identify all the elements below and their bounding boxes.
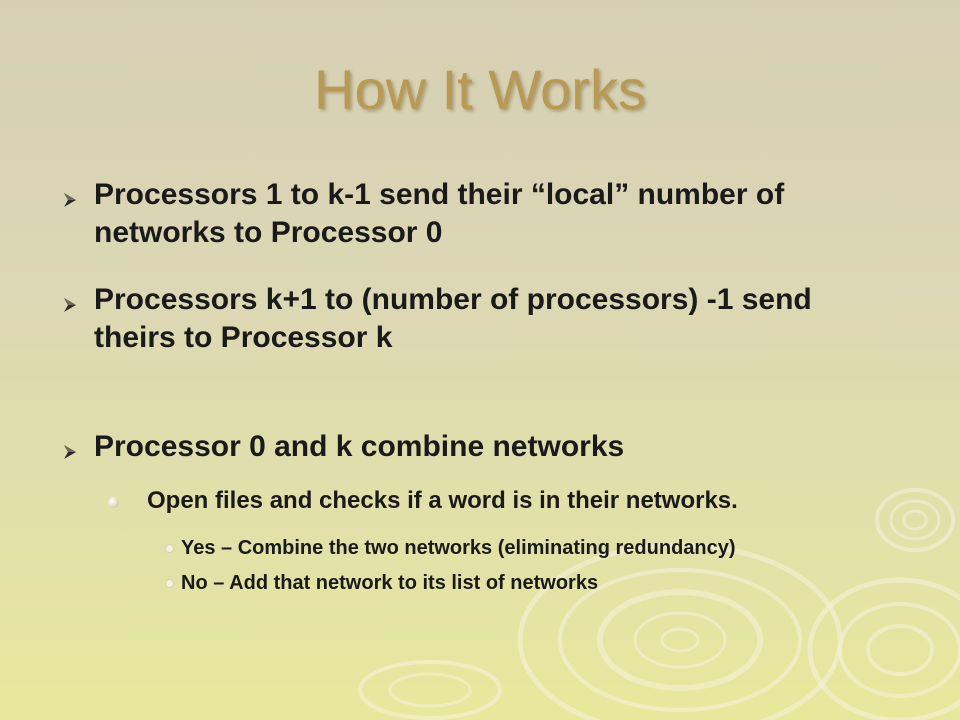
sub-sub-bullet-point: Yes – Combine the two networks (eliminat… <box>181 537 736 559</box>
slide-title: How It Works <box>314 58 646 121</box>
bullet-point: Processors 1 to k-1 send their “local” n… <box>94 178 785 249</box>
arrow-bullet-icon <box>64 298 76 312</box>
bullet-point: Processors k+1 to (number of processors)… <box>94 283 812 354</box>
ripple-group-bottom-left <box>358 660 502 720</box>
ripple-group-right-lower <box>807 577 960 720</box>
arrow-bullet-icon <box>64 193 76 207</box>
small-dot-bullet-icon <box>165 544 174 553</box>
bullet-point: Processor 0 and k combine networks <box>94 430 625 463</box>
ripple-group-right <box>875 488 955 552</box>
arrow-bullet-icon <box>64 445 76 459</box>
small-dot-bullet-icon <box>165 579 174 588</box>
dot-bullet-icon <box>108 497 119 508</box>
sub-bullet-point: Open files and checks if a word is in th… <box>147 487 738 514</box>
sub-sub-bullet-point: No – Add that network to its list of net… <box>181 572 599 594</box>
